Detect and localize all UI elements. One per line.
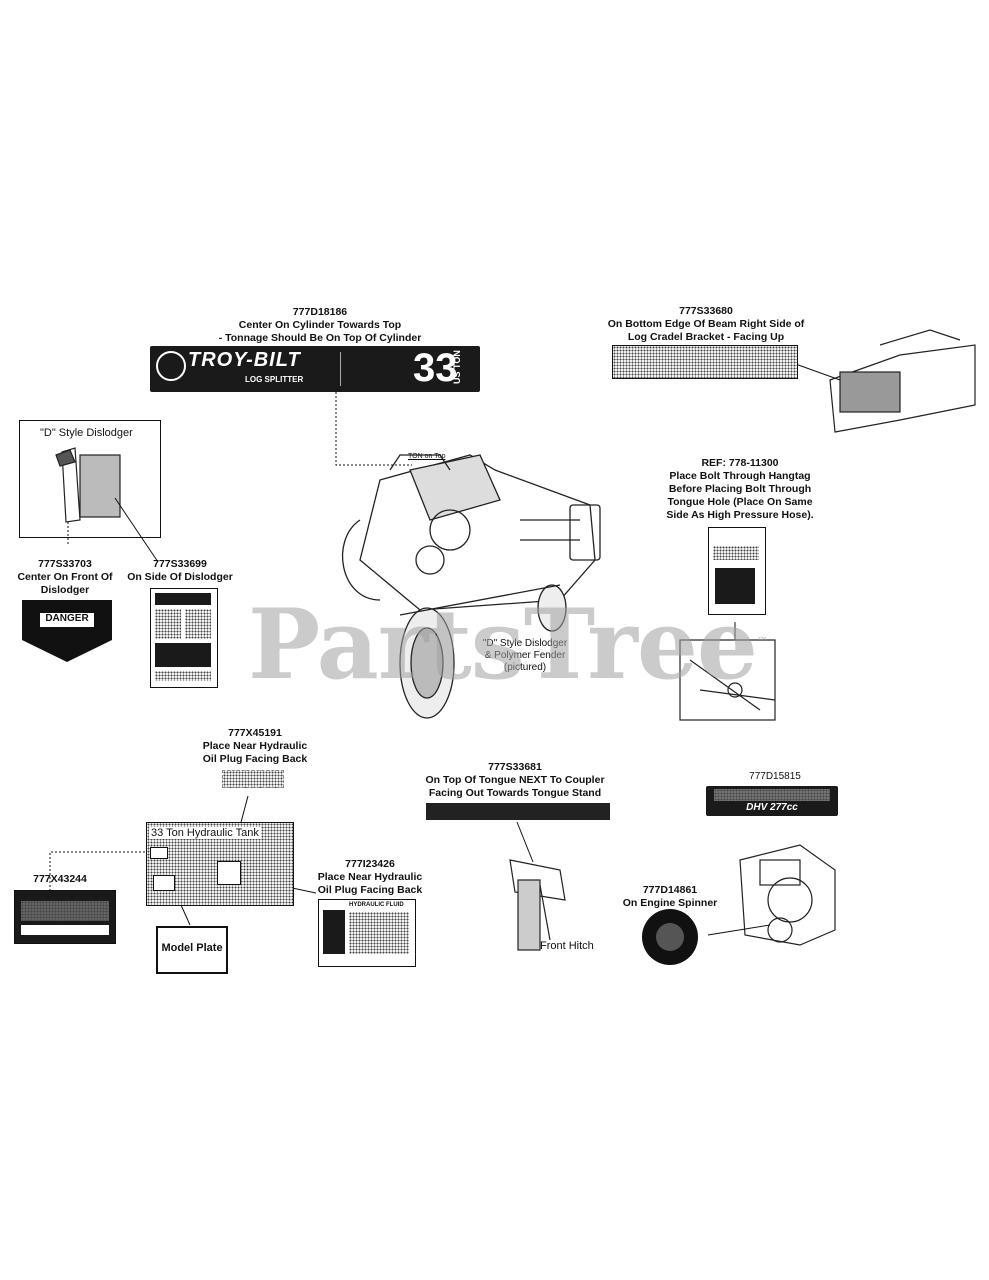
part-number-777D15815: 777D15815: [749, 771, 801, 782]
note-777S33680-1: On Bottom Edge Of Beam Right Side of: [607, 318, 805, 330]
note-777S33703-1: Center On Front Of: [17, 571, 113, 583]
model-plate: Model Plate: [156, 926, 228, 974]
danger-decal-shape: [22, 600, 112, 662]
decal-777D18186: TROY-BILT LOG SPLITTER 33 US TON: [150, 346, 480, 392]
decal-777S33680: [612, 345, 798, 379]
part-number-777S33681: 777S33681: [488, 761, 542, 773]
part-number-777S33699: 777S33699: [153, 558, 207, 570]
note-777D18186-1: Center On Cylinder Towards Top: [238, 319, 402, 331]
decal-777X45191: [222, 770, 284, 788]
brand-subtitle: LOG SPLITTER: [245, 375, 304, 384]
beam-illustration: [829, 329, 976, 433]
fender-note-1: "D" Style Dislodger: [482, 638, 568, 649]
decal-777I23426: HYDRAULIC FLUID: [318, 899, 416, 967]
fender-note-3: (pictured): [503, 662, 547, 673]
note-777S33680-2: Log Cradel Bracket - Facing Up: [627, 331, 785, 343]
ref-note-3: Tongue Hole (Place On Same: [667, 496, 813, 508]
part-number-777X43244: 777X43244: [33, 873, 87, 885]
engine-displacement-badge: DHV 277cc: [746, 802, 798, 813]
decal-777S33699: [150, 588, 218, 688]
ref-note-2: Before Placing Bolt Through: [668, 483, 812, 495]
part-number-777S33703: 777S33703: [38, 558, 92, 570]
front-hitch-illustration: [509, 859, 566, 951]
part-number-777X45191: 777X45191: [228, 727, 282, 739]
engine-illustration: [739, 844, 836, 946]
hydraulic-fluid-badge: HYDRAULIC FLUID: [349, 902, 404, 908]
parts-tree-watermark: PartsTree™: [248, 588, 768, 701]
tank-title: 33 Ton Hydraulic Tank: [149, 827, 261, 839]
note-777S33681-2: Facing Out Towards Tongue Stand: [428, 787, 602, 799]
note-777X45191-1: Place Near Hydraulic: [202, 740, 308, 752]
tongue-detail-illustration: [679, 639, 776, 721]
part-number-777D14861: 777D14861: [642, 884, 698, 896]
model-plate-label: Model Plate: [161, 942, 223, 954]
spec-lines: [340, 352, 401, 386]
part-number-777I23426: 777I23426: [345, 858, 395, 870]
troy-bilt-logo-icon: [156, 351, 186, 381]
note-777I23426-1: Place Near Hydraulic: [317, 871, 423, 883]
part-number-777S33680: 777S33680: [679, 305, 733, 317]
decal-777S33681: [426, 803, 610, 820]
note-777D14861: On Engine Spinner: [622, 897, 718, 909]
decal-777X43244: [14, 890, 116, 944]
part-number-777D18186: 777D18186: [292, 306, 348, 318]
ref-778-11300: REF: 778-11300: [701, 457, 779, 469]
note-777I23426-2: Oil Plug Facing Back: [317, 884, 423, 896]
dislodger-inset: "D" Style Dislodger: [19, 420, 161, 538]
dislodger-illustration: [55, 447, 121, 523]
tonnage-value: 33: [413, 346, 458, 390]
note-777S33681-1: On Top Of Tongue NEXT To Coupler: [425, 774, 605, 786]
note-777D18186-2: - Tonnage Should Be On Top Of Cylinder: [218, 332, 422, 344]
ref-note-4: Side As High Pressure Hose).: [666, 509, 814, 521]
tonnage-unit: US TON: [452, 350, 462, 384]
leader-line: [335, 392, 412, 466]
brand-name: TROY-BILT: [188, 349, 301, 371]
hydraulic-tank-illustration: 33 Ton Hydraulic Tank: [146, 822, 294, 906]
log-splitter-illustration: [341, 454, 601, 719]
ref-note-1: Place Bolt Through Hangtag: [669, 470, 811, 482]
front-hitch-label: Front Hitch: [540, 940, 594, 952]
note-777S33703-2: Dislodger: [40, 584, 90, 596]
fender-note-2: & Polymer Fender: [484, 650, 566, 661]
hangtag-778-11300: [708, 527, 766, 615]
note-777S33699: On Side Of Dislodger: [127, 571, 233, 583]
decal-777D15815: DHV 277cc: [706, 786, 838, 816]
ton-on-top-note: TON on Top: [408, 453, 446, 460]
dislodger-title: "D" Style Dislodger: [40, 427, 133, 439]
danger-badge: DANGER: [45, 613, 89, 624]
note-777X45191-2: Oil Plug Facing Back: [202, 753, 308, 765]
